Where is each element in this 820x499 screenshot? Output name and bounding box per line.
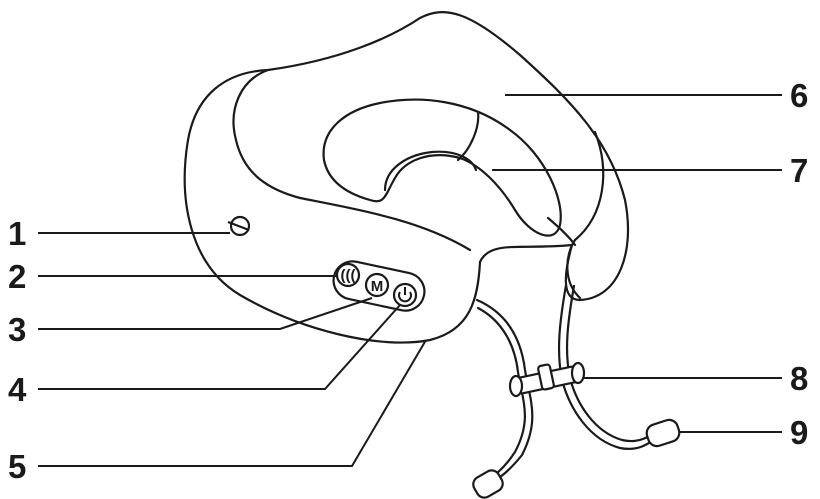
mode-button[interactable]: M <box>364 272 390 298</box>
knob-slot <box>227 220 250 232</box>
neck-opening-outer <box>322 98 562 237</box>
adjuster-right-cap <box>570 361 586 385</box>
left-end-cap-body <box>472 469 504 499</box>
mode-button-ring <box>364 272 390 298</box>
left-cable-inner <box>476 306 526 481</box>
leader-5 <box>38 339 427 467</box>
power-button[interactable] <box>392 282 418 308</box>
callout-4: 4 <box>8 371 27 408</box>
leader-4 <box>38 304 401 390</box>
callout-5: 5 <box>8 448 26 485</box>
adjuster-left-cap <box>508 374 524 398</box>
cable-adjuster[interactable] <box>508 361 586 398</box>
right-end-cap-body <box>645 418 681 448</box>
cables <box>475 283 662 484</box>
level-button-ring <box>335 262 361 288</box>
left-lobe-rim <box>232 68 472 252</box>
control-panel: ((( M <box>332 260 426 312</box>
callout-2: 2 <box>8 258 26 295</box>
callout-8: 8 <box>790 360 808 397</box>
neck-opening-inner <box>383 150 478 192</box>
callout-9: 9 <box>790 414 808 451</box>
adjuster-clip <box>537 363 555 391</box>
level-button-glyph: ((( <box>341 267 356 284</box>
leader-3 <box>38 297 373 330</box>
mode-button-glyph: M <box>371 278 384 295</box>
side-knob <box>227 215 251 237</box>
right-cable <box>557 283 662 450</box>
right-cable-inner <box>565 284 659 443</box>
right-wing-tip <box>566 238 582 300</box>
pillow-outer-outline <box>183 11 630 344</box>
cushion-seam <box>456 110 480 162</box>
callout-6: 6 <box>790 77 808 114</box>
level-button[interactable]: ((( <box>335 262 361 288</box>
callout-7: 7 <box>790 152 808 189</box>
leader-lines <box>38 94 782 467</box>
callout-3: 3 <box>8 311 26 348</box>
massager-body <box>183 11 630 344</box>
right-end-cap <box>645 418 681 448</box>
callout-labels: 1 2 3 4 5 6 7 8 9 <box>8 77 808 485</box>
left-end-cap <box>472 469 504 499</box>
callout-1: 1 <box>8 215 26 252</box>
power-icon <box>398 287 412 303</box>
pillow-inner-sweep <box>573 130 605 242</box>
left-cable <box>475 298 534 484</box>
